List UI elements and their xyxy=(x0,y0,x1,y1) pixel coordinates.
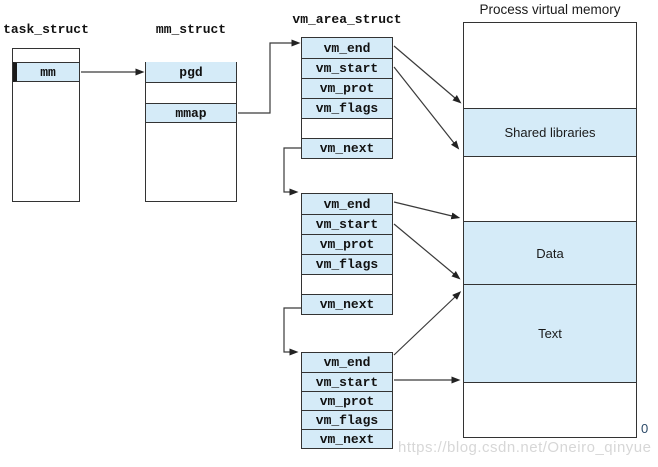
vma2-vm-prot-cell: vm_prot xyxy=(302,234,392,254)
vm-area-struct-box-3: vm_end vm_start vm_prot vm_flags vm_next xyxy=(301,352,393,449)
vma2-vm-next-cell: vm_next xyxy=(302,294,392,314)
watermark-text: https://blog.csdn.net/Oneiro_qinyue xyxy=(398,439,652,456)
memory-region-bottom-empty xyxy=(464,382,636,437)
arrow-vma3-vmend-to-text-top xyxy=(393,291,462,356)
vma1-vm-prot-cell: vm_prot xyxy=(302,78,392,98)
vma3-vm-prot-cell: vm_prot xyxy=(302,391,392,410)
task-struct-mm-cell: mm xyxy=(13,62,79,82)
vma3-vm-next-cell: vm_next xyxy=(302,429,392,448)
arrow-mmap-to-vma1 xyxy=(238,39,301,114)
vm-area-struct-box-1: vm_end vm_start vm_prot vm_flags vm_next xyxy=(301,37,393,159)
address-zero-label: 0 xyxy=(641,421,649,436)
mm-struct-pgd-cell: pgd xyxy=(146,62,236,83)
vma2-vm-flags-cell: vm_flags xyxy=(302,254,392,274)
task-struct-box: mm xyxy=(12,48,80,202)
memory-region-text: Text xyxy=(464,284,636,382)
vma1-vm-flags-cell: vm_flags xyxy=(302,98,392,118)
process-virtual-memory-box: Shared libraries Data Text xyxy=(463,22,637,438)
vma3-vm-end-cell: vm_end xyxy=(302,353,392,372)
mm-struct-box: pgd mmap xyxy=(145,62,237,202)
vma1-vm-end-cell: vm_end xyxy=(302,38,392,58)
arrow-vma2-vmend-to-data-top xyxy=(393,201,461,220)
vma3-vm-flags-cell: vm_flags xyxy=(302,410,392,429)
arrow-vma1-vmend-to-shared-top xyxy=(393,45,462,104)
arrow-vma2-next-to-vma3 xyxy=(283,307,301,356)
mm-struct-title: mm_struct xyxy=(155,22,227,37)
memory-region-data: Data xyxy=(464,221,636,284)
arrow-vma1-vmstart-to-shared-bottom xyxy=(393,66,460,150)
arrow-vma2-vmstart-to-data-bottom xyxy=(393,223,461,280)
vma1-vm-next-cell: vm_next xyxy=(302,138,392,158)
process-virtual-memory-title: Process virtual memory xyxy=(479,2,621,17)
vma2-vm-end-cell: vm_end xyxy=(302,194,392,214)
mm-struct-mmap-cell: mmap xyxy=(146,103,236,123)
vma2-vm-start-cell: vm_start xyxy=(302,214,392,234)
vma2-empty-cell xyxy=(302,274,392,294)
vma1-vm-start-cell: vm_start xyxy=(302,58,392,78)
memory-region-top-empty xyxy=(464,23,636,108)
vm-area-struct-title: vm_area_struct xyxy=(292,12,402,27)
memory-region-shared-libraries: Shared libraries xyxy=(464,108,636,156)
vm-area-struct-box-2: vm_end vm_start vm_prot vm_flags vm_next xyxy=(301,193,393,315)
memory-region-empty-2 xyxy=(464,156,636,221)
vma3-vm-start-cell: vm_start xyxy=(302,372,392,391)
arrow-vma1-next-to-vma2 xyxy=(283,147,301,196)
task-struct-title: task_struct xyxy=(3,22,89,37)
vma1-empty-cell xyxy=(302,118,392,138)
